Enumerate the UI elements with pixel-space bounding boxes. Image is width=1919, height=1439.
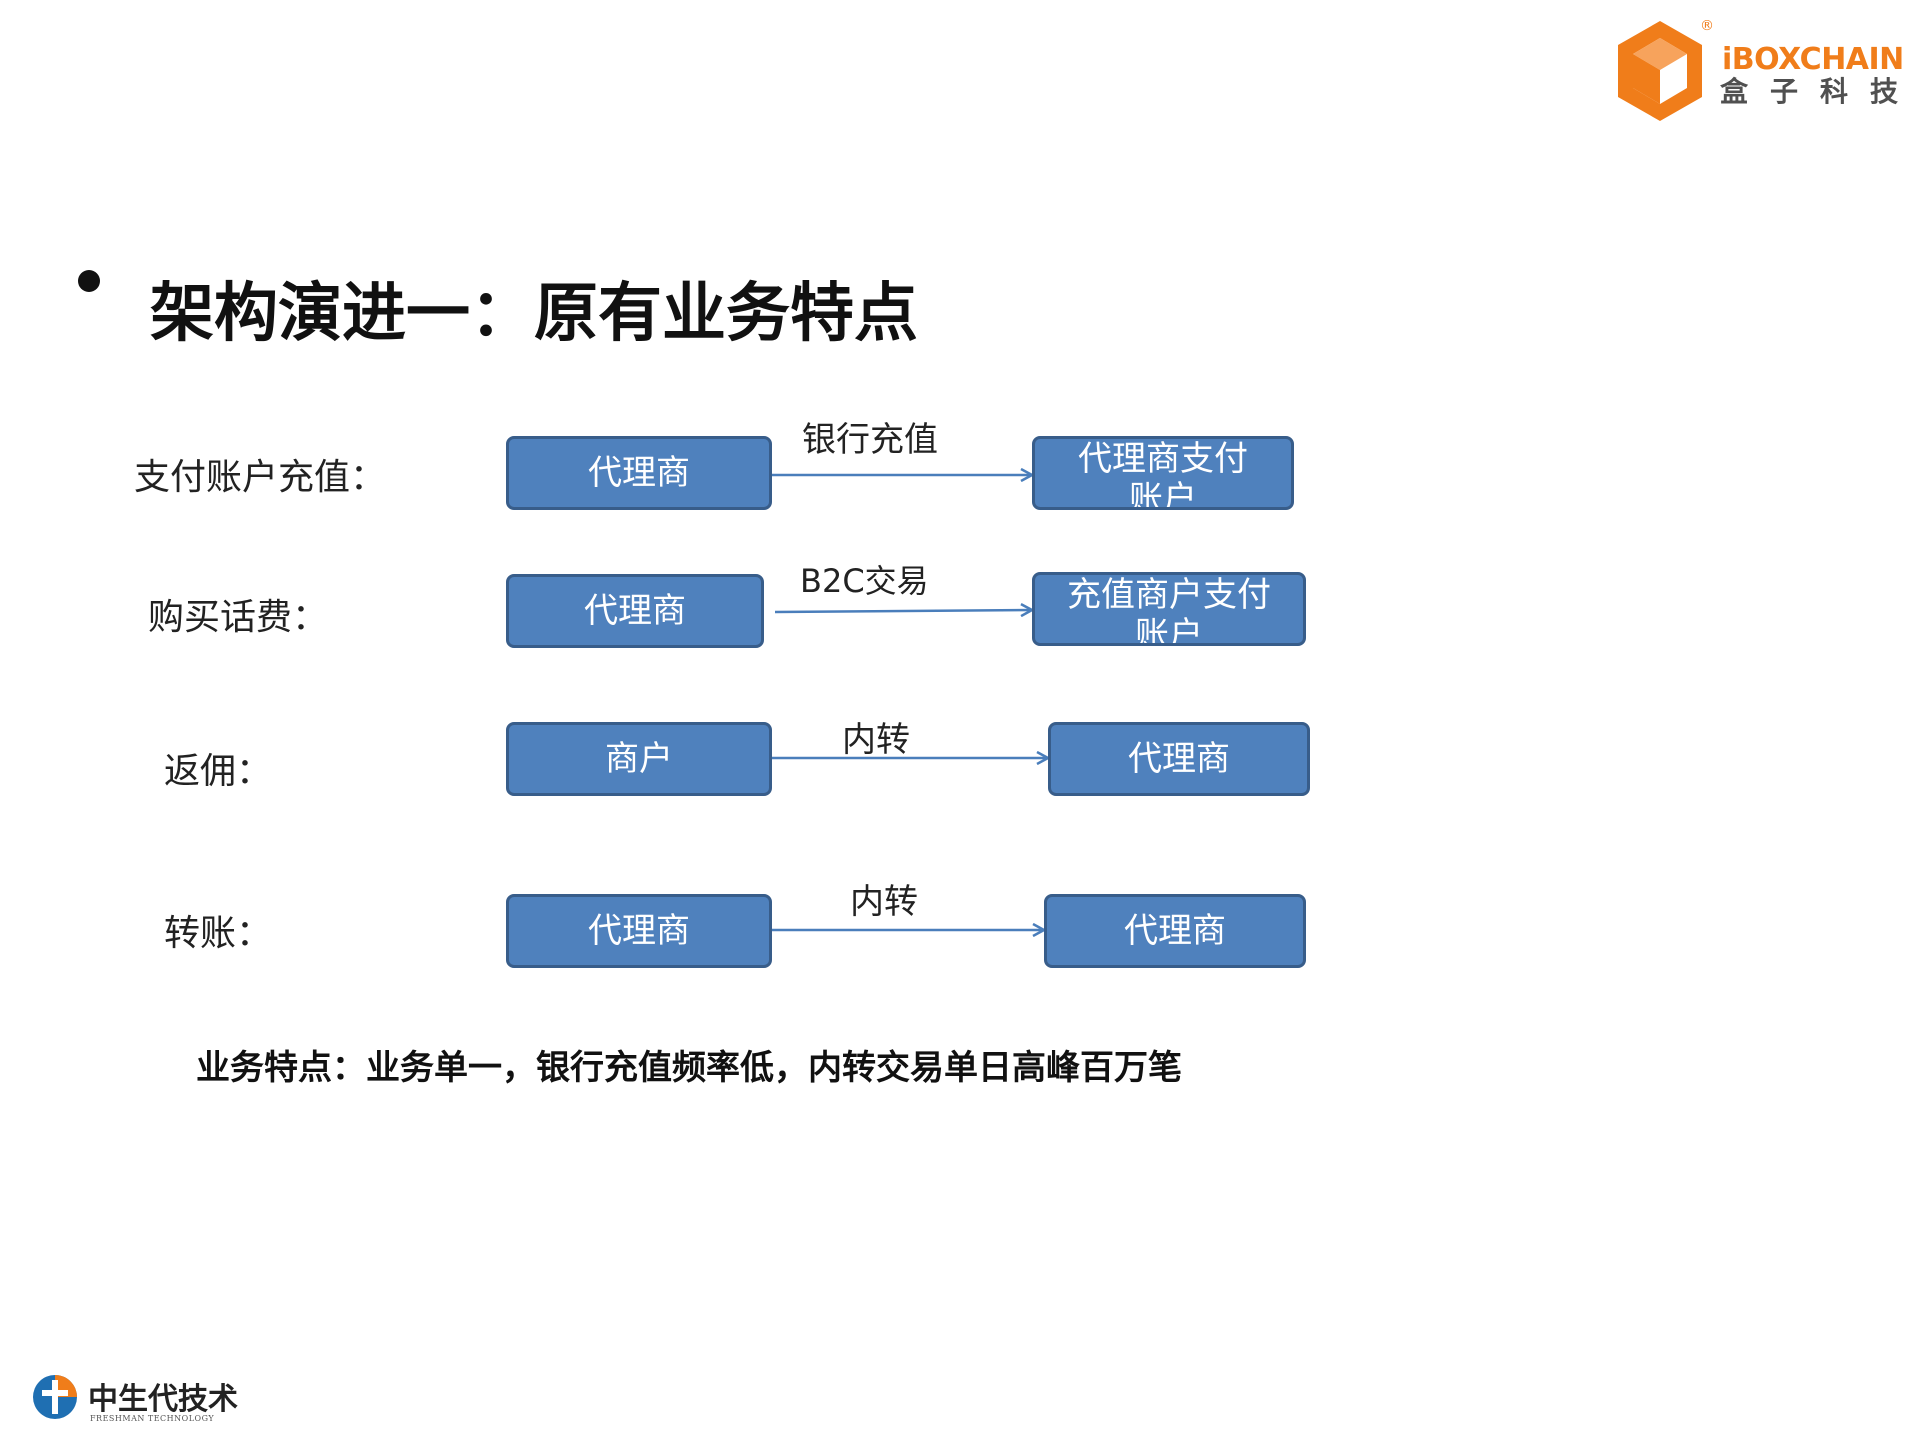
freshman-tech-logo: 中生代技术 FRESHMAN TECHNOLOGY [30, 1372, 238, 1428]
freshman-tech-icon [33, 1375, 77, 1419]
node-label: 商户 [605, 739, 673, 779]
node-merchant: 商户 [506, 722, 772, 796]
node-recharge-merchant-payment-account: 充值商户支付账户 [1032, 572, 1306, 646]
edge-label-internal-transfer: 内转 [842, 720, 910, 760]
node-label: 代理商 [584, 591, 686, 631]
row-label-account-recharge: 支付账户充值： [134, 457, 387, 498]
brand-wordmark: iBOXCHAIN [1722, 42, 1904, 77]
node-agent: 代理商 [506, 436, 772, 510]
node-label: 代理商 [588, 453, 690, 493]
node-label: 代理商 [588, 911, 690, 951]
node-label: 代理商支付账户 [1078, 439, 1248, 510]
brand-cn-name: 盒子科技 [1720, 75, 1919, 108]
edge-label-b2c-trade: B2C交易 [800, 562, 929, 600]
row-label-buy-phone-credit: 购买话费： [148, 597, 329, 638]
business-summary: 业务特点：业务单一，银行充值频率低，内转交易单日高峰百万笔 [196, 1048, 1182, 1088]
node-agent: 代理商 [1048, 722, 1310, 796]
brand-chain: CHAIN [1799, 42, 1905, 77]
arrow-row-2 [774, 610, 1032, 612]
edge-label-bank-recharge: 银行充值 [802, 420, 938, 460]
row-label-transfer: 转账： [164, 913, 273, 954]
title-bullet [78, 270, 100, 292]
node-label: 充值商户支付账户 [1067, 575, 1271, 646]
iboxchain-logo [1610, 16, 1900, 126]
node-label: 代理商 [1124, 911, 1226, 951]
row-label-commission: 返佣： [164, 751, 273, 792]
node-agent: 代理商 [506, 894, 772, 968]
brand-i: i [1722, 42, 1732, 77]
registered-mark: ® [1700, 18, 1714, 34]
footer-brand-name: 中生代技术 [88, 1382, 238, 1417]
brand-box: BOX [1731, 42, 1800, 77]
hexagon-box-icon [1618, 21, 1702, 121]
edge-label-internal-transfer: 内转 [850, 882, 918, 922]
node-agent: 代理商 [1044, 894, 1306, 968]
node-label: 代理商 [1128, 739, 1230, 779]
slide-title: 架构演进一：原有业务特点 [150, 277, 918, 351]
footer-brand-sub: FRESHMAN TECHNOLOGY [90, 1414, 215, 1423]
node-agent: 代理商 [506, 574, 764, 648]
node-agent-payment-account: 代理商支付账户 [1032, 436, 1294, 510]
